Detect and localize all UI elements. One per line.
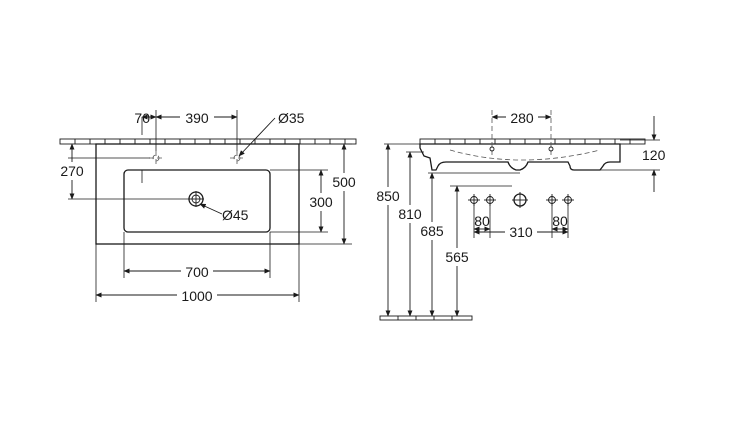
dim-hole-diameter: Ø35 bbox=[278, 110, 305, 126]
dim-wall-center: 310 bbox=[509, 224, 533, 240]
dim-height-685: 685 bbox=[420, 223, 444, 239]
tap-hole-right bbox=[230, 151, 244, 165]
drain bbox=[188, 191, 204, 207]
basin-profile bbox=[419, 143, 621, 171]
dim-rim-thickness: 120 bbox=[642, 147, 666, 163]
dim-tap-depth: 270 bbox=[60, 163, 84, 179]
bowl-outline bbox=[123, 169, 271, 233]
floor-strip bbox=[379, 315, 473, 321]
tap-hole-left bbox=[149, 151, 163, 165]
dim-spacing-top: 280 bbox=[510, 110, 534, 126]
dim-hole-spacing: 390 bbox=[185, 110, 209, 126]
dim-height-565: 565 bbox=[445, 249, 469, 265]
dim-wall-left: 80 bbox=[474, 213, 490, 229]
dim-drain-diameter: Ø45 bbox=[222, 207, 249, 223]
dim-depth: 500 bbox=[332, 174, 356, 190]
dim-wall-right: 80 bbox=[552, 213, 568, 229]
dim-overall-width: 1000 bbox=[181, 288, 212, 304]
basin-outline bbox=[95, 143, 300, 245]
plan-rim-strip bbox=[59, 138, 357, 145]
plan-view: 70 390 Ø35 270 300 500 Ø45 700 1000 bbox=[58, 108, 359, 304]
dim-height-810: 810 bbox=[398, 206, 422, 222]
side-rim-strip bbox=[419, 138, 646, 145]
bowl-curve bbox=[449, 149, 601, 161]
dim-bowl-width: 700 bbox=[185, 264, 209, 280]
dim-height-850: 850 bbox=[376, 188, 400, 204]
wall-connection-symbols bbox=[468, 192, 574, 208]
side-view: 280 120 850 810 685 bbox=[374, 108, 666, 321]
dim-bowl-depth: 300 bbox=[309, 194, 333, 210]
